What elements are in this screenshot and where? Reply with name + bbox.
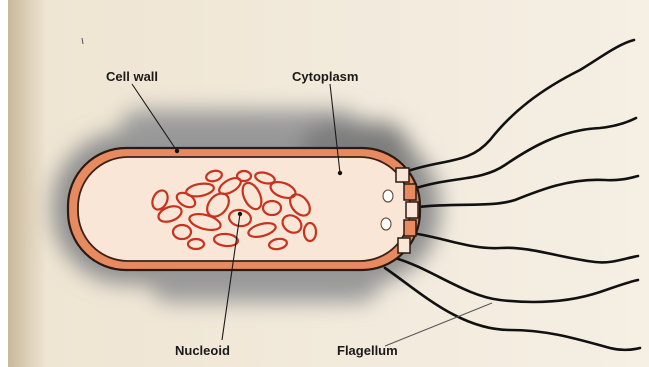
cell-wall-label: Cell wall <box>106 69 158 84</box>
cytoplasm-label: Cytoplasm <box>292 69 358 84</box>
flagellum-label: Flagellum <box>337 343 398 358</box>
page-margin <box>0 0 8 367</box>
cytoplasm <box>78 157 410 261</box>
nucleoid-label: Nucleoid <box>175 343 230 358</box>
